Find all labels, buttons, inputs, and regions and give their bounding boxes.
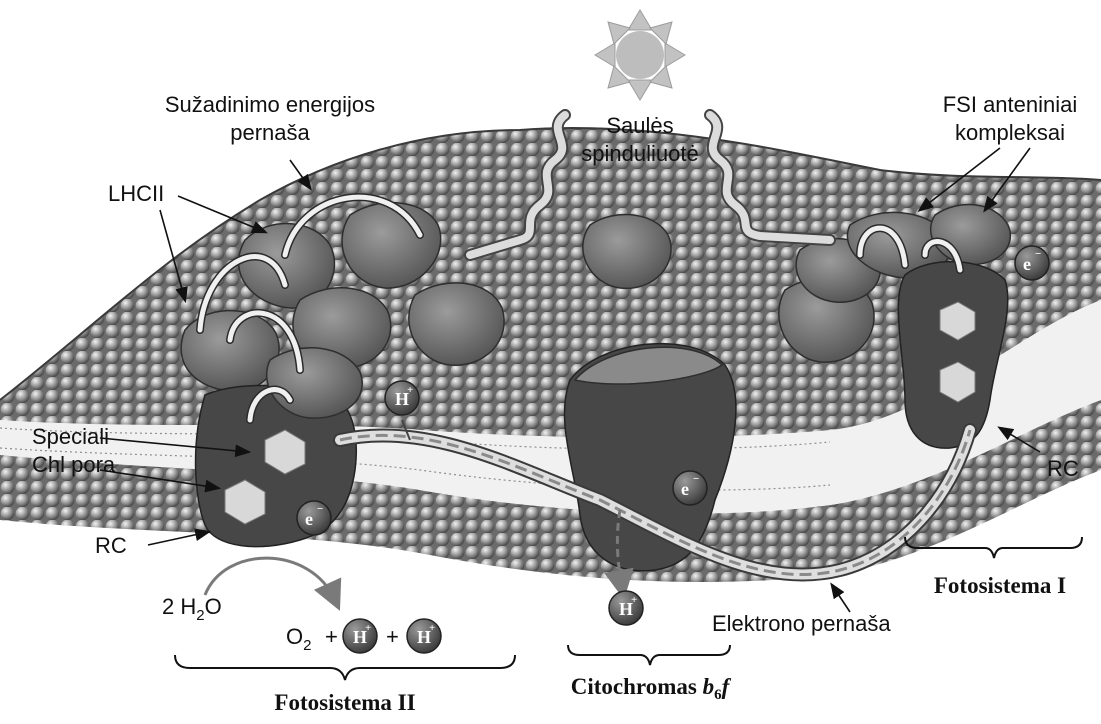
label-products: O2 + H + + H + [286,619,441,654]
svg-text:+: + [429,622,435,634]
svg-text:−: − [1035,248,1041,260]
ion-electron-psii: e − [297,501,331,535]
label-rc-left: RC [95,533,127,558]
label-speciali-line1: Speciali [32,424,109,449]
label-water: 2 H2O [162,594,222,624]
svg-text:+: + [365,622,371,634]
sun-icon [595,10,685,100]
svg-text:+: + [386,624,399,649]
bracket-fotosistema-ii [175,655,515,680]
svg-text:O2: O2 [286,624,311,654]
label-fotosistema-ii: Fotosistema II [274,690,415,715]
svg-text:+: + [325,624,338,649]
label-fsi-line1: FSI anteniniai [943,92,1078,117]
lhcii-protein [181,311,279,391]
label-saules-line1: Saulės [606,113,673,138]
label-citochromas: Citochromas b6f [571,674,732,703]
label-saules-line2: spinduliuotė [581,141,698,166]
label-lhcii: LHCII [108,181,164,206]
svg-text:e: e [681,479,689,499]
label-suzadinimo-line1: Sužadinimo energijos [165,92,375,117]
label-fotosistema-i: Fotosistema I [934,573,1066,598]
ion-electron-psi: e − [1015,246,1049,280]
label-rc-right: RC [1047,456,1079,481]
label-speciali-line2: Chl pora [32,452,116,477]
lhcii-protein [583,215,671,289]
bracket-citochromas [568,645,730,665]
svg-text:+: + [631,594,637,606]
svg-text:−: − [317,503,323,515]
svg-text:e: e [1023,254,1031,274]
svg-text:+: + [407,384,413,396]
label-suzadinimo-line2: pernaša [230,120,310,145]
label-elektrono-pernasa: Elektrono pernaša [712,611,891,636]
ion-electron-cytb6f: e − [673,471,707,505]
svg-text:e: e [305,509,313,529]
lhcii-protein [409,283,504,365]
svg-text:−: − [693,473,699,485]
water-splitting-arrow [205,558,335,600]
ion-proton-top: H + [385,381,419,415]
label-fsi-line2: kompleksai [955,120,1065,145]
ion-proton-lumen: H + [609,591,643,625]
